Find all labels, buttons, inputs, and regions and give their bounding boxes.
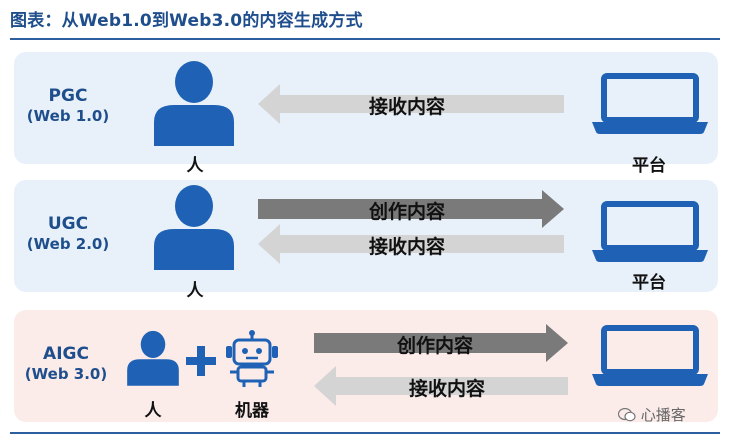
robot-icon xyxy=(226,330,278,387)
pgc-receive-label: 接收内容 xyxy=(368,96,445,118)
aigc-create-label: 创作内容 xyxy=(396,335,473,357)
ugc-mode-version: (Web 2.0) xyxy=(26,235,110,254)
person-icon xyxy=(154,61,234,146)
laptop-icon xyxy=(592,201,708,262)
pgc-mode-label: PGC (Web 1.0) xyxy=(18,86,118,126)
aigc-robot-caption: 机器 xyxy=(235,401,269,421)
title-divider xyxy=(10,38,720,40)
ugc-receive-arrow xyxy=(258,224,564,264)
ugc-mode-name: UGC xyxy=(47,214,89,234)
page-title: 图表：从Web1.0到Web3.0的内容生成方式 xyxy=(10,11,363,31)
laptop-icon xyxy=(592,325,708,386)
pgc-platform-caption: 平台 xyxy=(632,156,666,176)
aigc-mode-label: AIGC (Web 3.0) xyxy=(16,344,116,384)
aigc-mode-name: AIGC xyxy=(43,344,89,364)
watermark: 心播客 xyxy=(617,404,686,425)
pgc-receive-arrow xyxy=(258,84,564,124)
laptop-icon xyxy=(592,73,708,134)
watermark-text: 心播客 xyxy=(640,406,686,424)
person-icon xyxy=(127,330,179,386)
aigc-mode-version: (Web 3.0) xyxy=(24,365,108,384)
person-icon xyxy=(154,185,234,270)
ugc-create-label: 创作内容 xyxy=(368,201,445,223)
ugc-platform-caption: 平台 xyxy=(632,273,666,293)
plus-icon xyxy=(186,346,216,376)
aigc-create-arrow xyxy=(314,324,568,362)
bottom-divider xyxy=(10,432,720,434)
ugc-create-arrow xyxy=(258,190,564,228)
wechat-icon xyxy=(617,407,636,422)
aigc-receive-label: 接收内容 xyxy=(408,378,485,400)
aigc-receive-arrow xyxy=(314,366,568,406)
ugc-mode-label: UGC (Web 2.0) xyxy=(18,214,118,254)
pgc-mode-version: (Web 1.0) xyxy=(26,107,110,126)
ugc-receive-label: 接收内容 xyxy=(368,236,445,258)
ugc-person-caption: 人 xyxy=(186,281,204,301)
aigc-person-caption: 人 xyxy=(144,401,162,421)
pgc-person-caption: 人 xyxy=(186,156,204,176)
pgc-mode-name: PGC xyxy=(48,86,88,106)
